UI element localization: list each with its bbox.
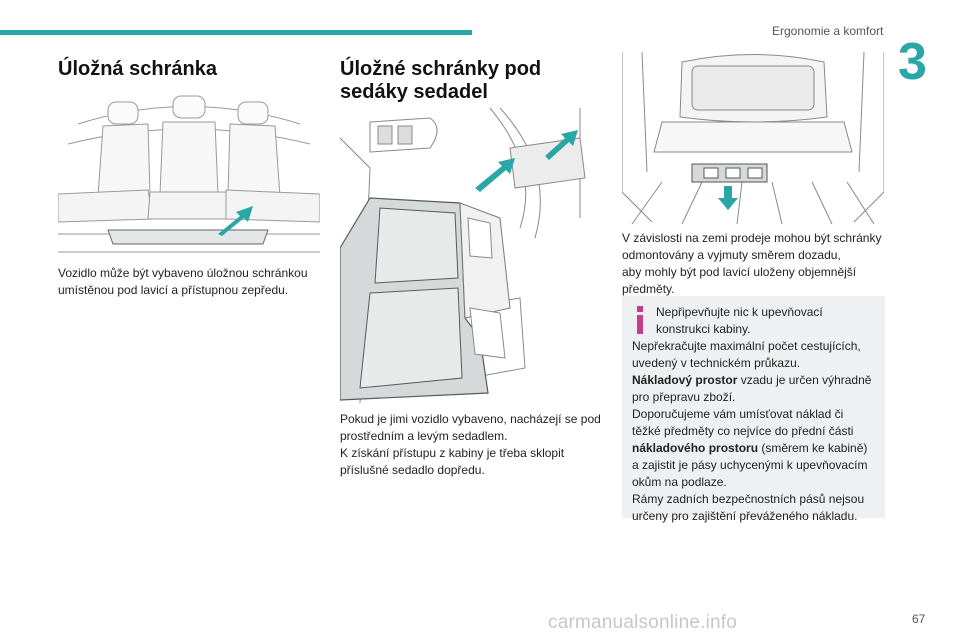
info-line: pro přepravu zboží. (632, 390, 736, 404)
middle-body-text: Pokud je jimi vozidlo vybaveno, nacházej… (340, 411, 620, 479)
watermark: carmanualsonline.info (548, 612, 738, 633)
middle-heading: Úložné schránky pod sedáky sedadel (340, 58, 541, 104)
left-body-text: Vozidlo může být vybaveno úložnou schrán… (58, 265, 328, 299)
pull-arrow-icon (218, 206, 253, 236)
info-line: a zajistit je pásy uchycenými k upevňova… (632, 458, 868, 472)
info-line: Nepřipevňujte nic k upevňovací (656, 305, 823, 319)
info-first-paragraph: Nepřipevňujte nic k upevňovací konstrukc… (632, 304, 877, 338)
section-title: Ergonomie a komfort (772, 24, 884, 38)
middle-heading-line: sedáky sedadel (340, 81, 488, 103)
left-heading: Úložná schránka (58, 58, 217, 80)
info-line: těžké předměty co nejvíce do přední část… (632, 424, 854, 438)
under-seat-boxes-illustration (340, 108, 604, 403)
info-line: uvedený v technickém průkazu. (632, 356, 801, 370)
middle-heading-line: Úložné schránky pod (340, 58, 542, 80)
info-line: nákladového prostoru (směrem ke kabině) (632, 440, 877, 457)
info-line: Nákladový prostor vzadu je určen výhradn… (632, 372, 877, 389)
arrow-icon (475, 158, 515, 192)
info-icon (637, 306, 643, 334)
bench-svg (58, 84, 320, 256)
middle-text-line: Pokud je jimi vozidlo vybaveno, nacházej… (340, 412, 601, 426)
right-text-line: aby mohly být pod lavicí uloženy objemně… (622, 265, 857, 279)
info-span: vzadu je určen výhradně (737, 373, 872, 387)
arrow-icon (718, 186, 738, 210)
chapter-number: 3 (898, 33, 927, 91)
cargo-area-illustration (622, 52, 884, 224)
info-line: Rámy zadních bezpečnostních pásů nejsou (632, 492, 865, 506)
info-line: okům na podlaze. (632, 475, 727, 489)
right-text-line: V závislosti na zemi prodeje mohou být s… (622, 231, 882, 245)
left-text-line: umístěnou pod lavicí a přístupnou zepřed… (58, 283, 289, 297)
arrow-icon (545, 130, 578, 160)
cargo-svg (622, 52, 884, 224)
info-bold: nákladového prostoru (632, 441, 759, 455)
middle-text-line: K získání přístupu z kabiny je třeba skl… (340, 446, 565, 460)
info-line: Doporučujeme vám umísťovat náklad či (632, 407, 844, 421)
middle-text-line: prostředním a levým sedadlem. (340, 429, 508, 443)
info-line: konstrukci kabiny. (656, 322, 751, 336)
rear-bench-storage-illustration (58, 84, 320, 256)
right-text-line: odmontovány a vyjmuty směrem dozadu, (622, 248, 841, 262)
right-text-line: předměty. (622, 282, 675, 296)
boxes-svg (340, 108, 604, 403)
header-accent-bar (0, 30, 472, 35)
info-line: Nepřekračujte maximální počet cestujícíc… (632, 339, 861, 353)
info-bold: Nákladový prostor (632, 373, 738, 387)
info-box: Nepřipevňujte nic k upevňovací konstrukc… (622, 296, 885, 523)
left-text-line: Vozidlo může být vybaveno úložnou schrán… (58, 266, 308, 280)
info-span: (směrem ke kabině) (758, 441, 868, 455)
info-line: určeny pro zajištění převáženého nákladu… (632, 509, 858, 523)
middle-text-line: příslušné sedadlo dopředu. (340, 463, 485, 477)
page-number: 67 (912, 612, 926, 626)
right-body-text: V závislosti na zemi prodeje mohou být s… (622, 230, 897, 298)
